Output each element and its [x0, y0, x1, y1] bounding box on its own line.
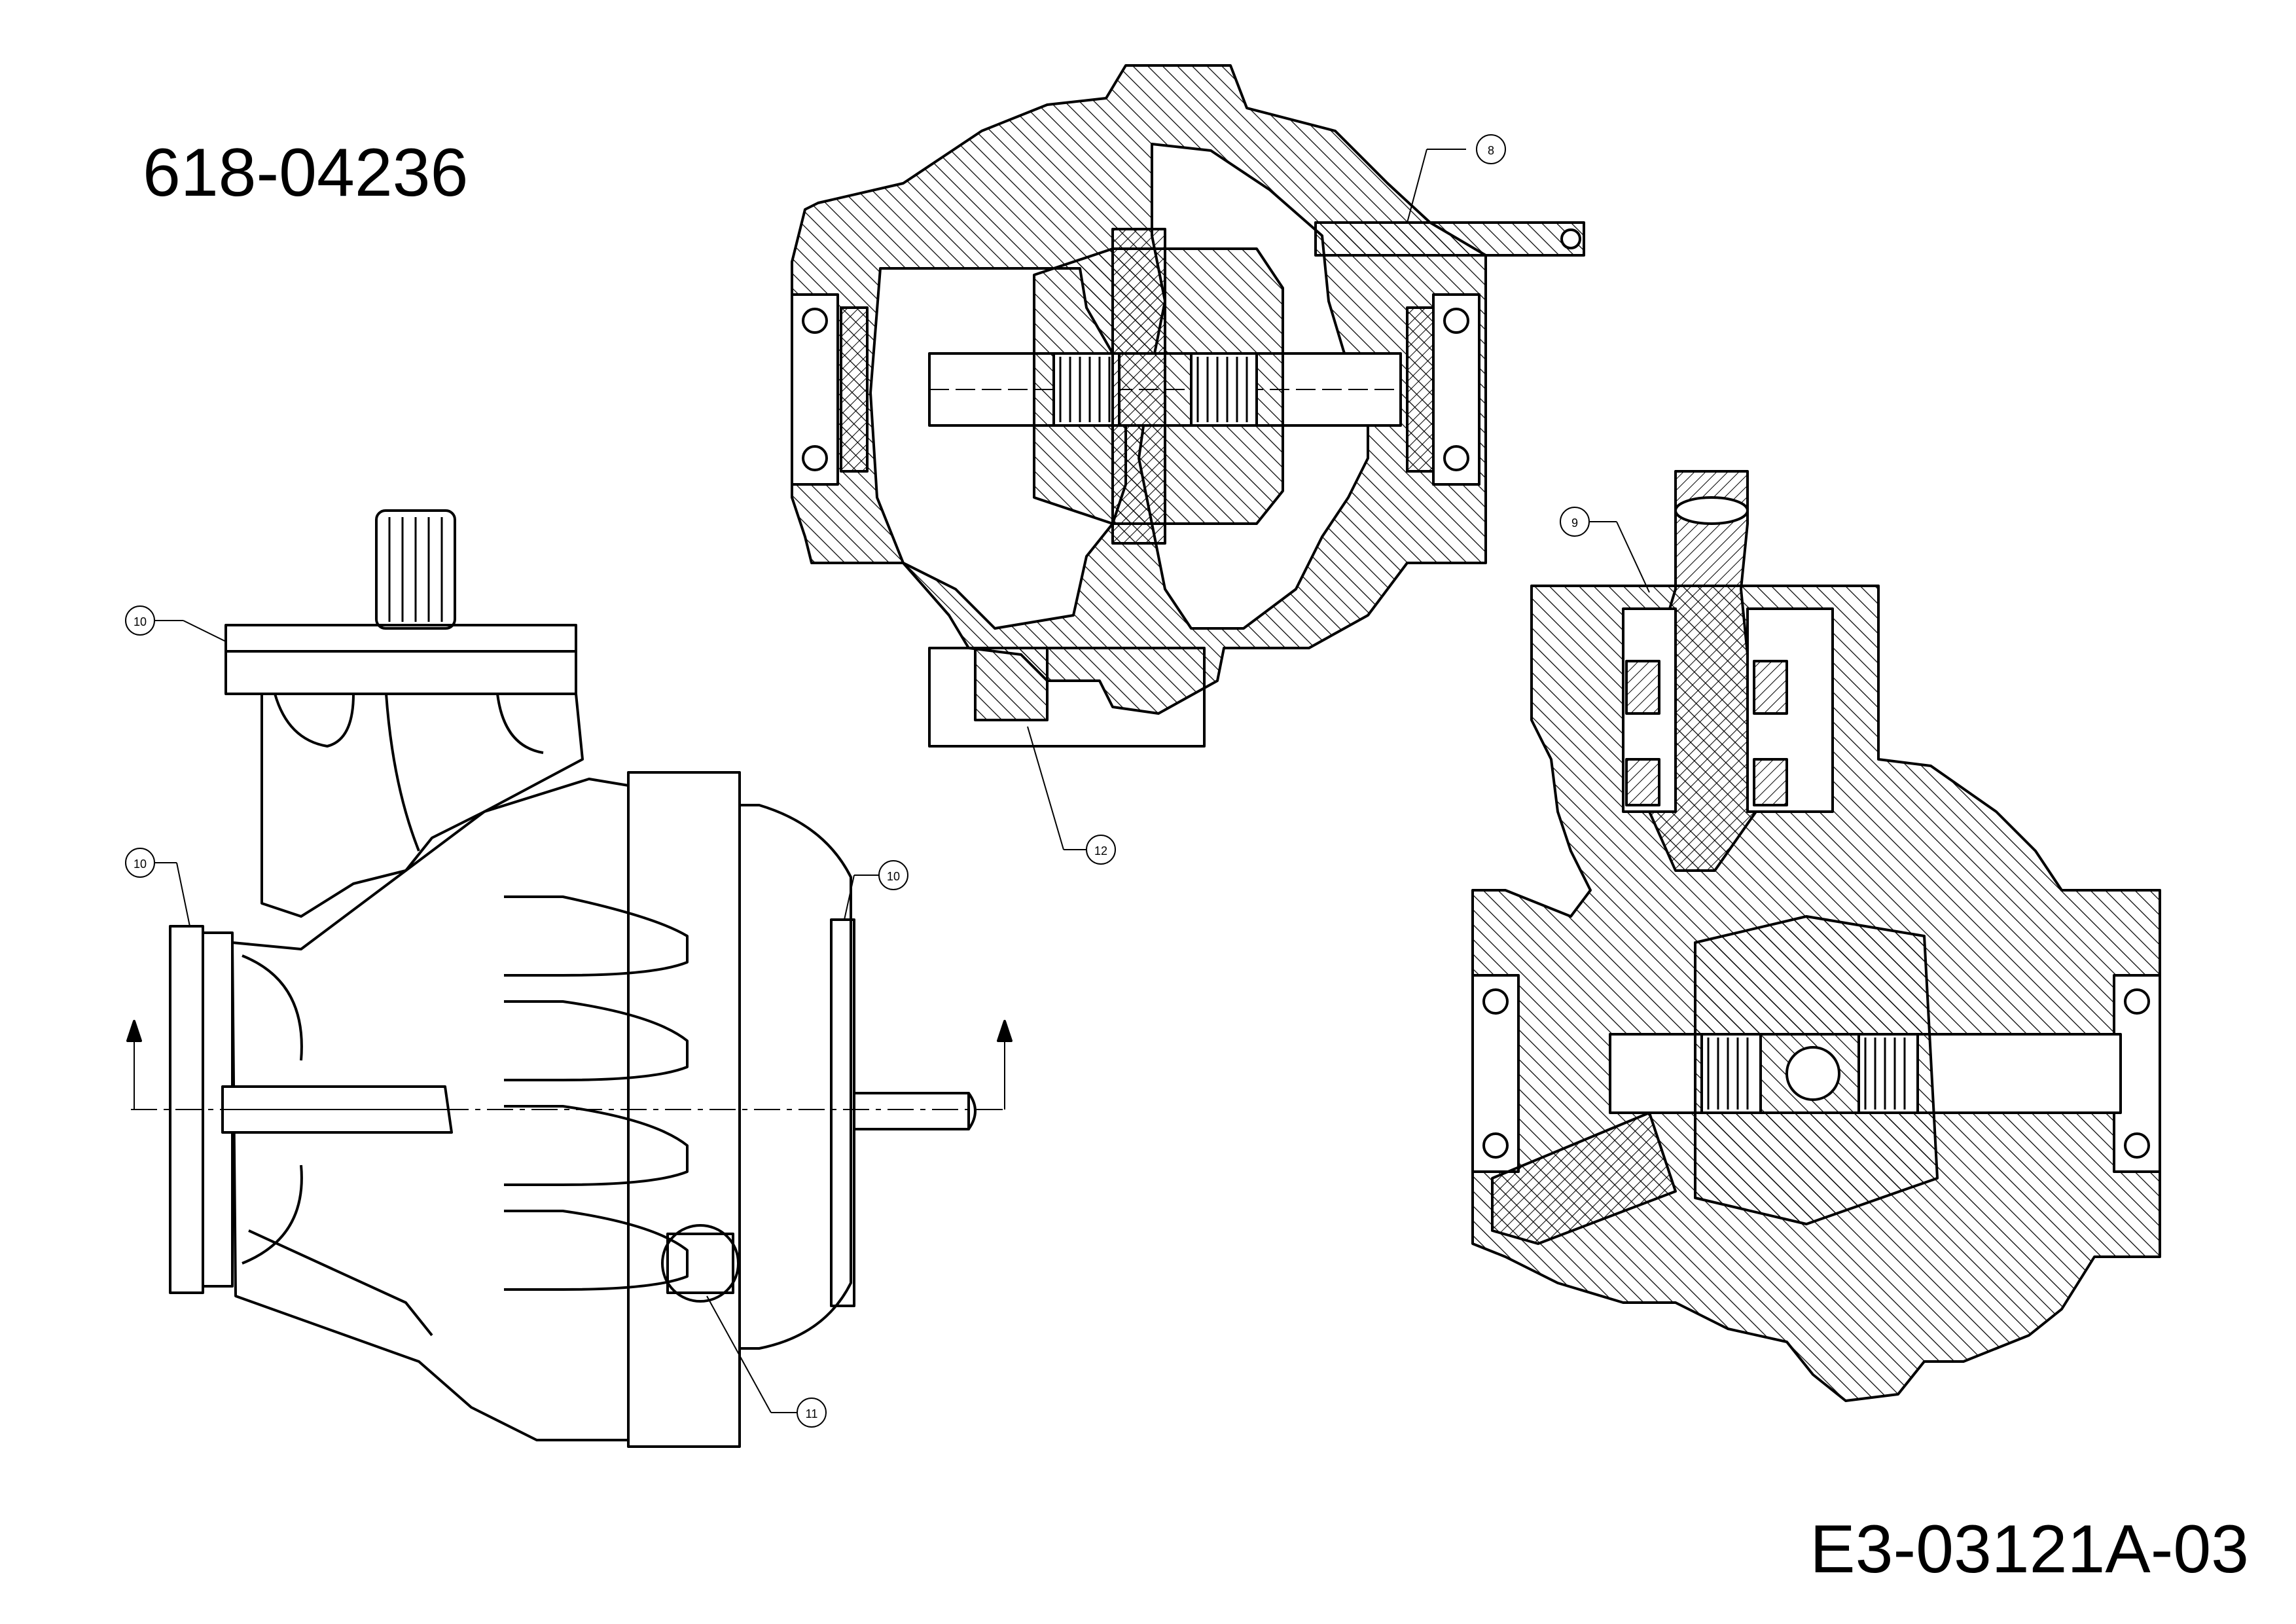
svg-text:9: 9: [1571, 516, 1578, 530]
drawing-code-label: E3-03121A-03: [1810, 1511, 2249, 1587]
svg-text:8: 8: [1488, 144, 1494, 157]
callout-12: 12: [1027, 726, 1116, 865]
callout-11: 11: [706, 1295, 827, 1428]
left-exterior-view: [126, 509, 1013, 1448]
callouts: 8 9 10 10 10: [125, 134, 1650, 1428]
svg-text:10: 10: [887, 870, 900, 883]
callout-10-top: 10: [125, 605, 226, 642]
callout-8: 8: [1407, 134, 1506, 223]
svg-text:10: 10: [134, 615, 147, 628]
svg-text:11: 11: [806, 1407, 818, 1420]
part-number-label: 618-04236: [143, 135, 469, 211]
right-section-view: [1471, 470, 2161, 1402]
callout-9: 9: [1560, 507, 1650, 593]
top-section-view: [791, 64, 1585, 748]
callout-10-right: 10: [844, 860, 908, 920]
callout-10-left: 10: [125, 848, 190, 927]
svg-text:12: 12: [1094, 844, 1107, 857]
svg-text:10: 10: [134, 857, 147, 871]
